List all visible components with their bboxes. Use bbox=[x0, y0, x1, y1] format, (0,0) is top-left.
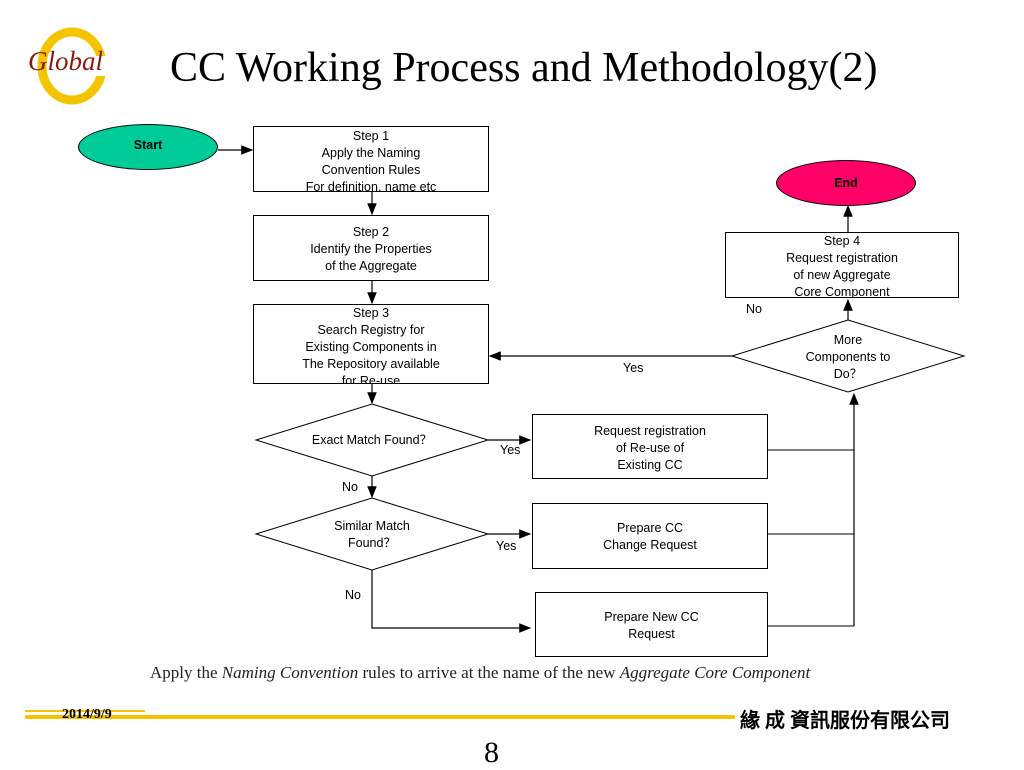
no-exact-label: No bbox=[342, 480, 358, 494]
footer-date: 2014/9/9 bbox=[62, 707, 112, 722]
end-node: End bbox=[776, 160, 916, 206]
step1-line: For definition, name etc bbox=[305, 180, 437, 192]
new-request-box: Prepare New CC Request bbox=[535, 592, 768, 657]
more-components-text: More Components to Do？ bbox=[805, 333, 891, 381]
step1-box: Step 1 Apply the Naming Convention Rules… bbox=[253, 126, 489, 192]
step2-line: Step 2 bbox=[352, 225, 390, 239]
step3-line: for Re-use bbox=[341, 374, 401, 384]
step3-line: Existing Components in bbox=[305, 340, 437, 354]
yes-more-label: Yes bbox=[623, 361, 644, 375]
step1-line: Convention Rules bbox=[321, 163, 421, 177]
step4-line: Request registration bbox=[786, 251, 898, 265]
step4-line: Step 4 bbox=[823, 234, 861, 248]
step4-line: Core Component bbox=[794, 285, 890, 298]
step1-line: Step 1 bbox=[352, 129, 390, 143]
change-request-box: Prepare CC Change Request bbox=[532, 503, 768, 569]
step3-box: Step 3 Search Registry for Existing Comp… bbox=[253, 304, 489, 384]
slide-caption: Apply the Naming Convention rules to arr… bbox=[150, 663, 811, 682]
page-number: 8 bbox=[484, 736, 499, 769]
step2-box: Step 2 Identify the Properties of the Ag… bbox=[253, 215, 489, 281]
step4-box: Step 4 Request registration of new Aggre… bbox=[725, 232, 959, 298]
start-label: Start bbox=[133, 138, 163, 152]
end-label: End bbox=[834, 176, 858, 190]
step2-line: of the Aggregate bbox=[325, 259, 417, 273]
step2-line: Identify the Properties bbox=[310, 242, 432, 256]
step1-line: Apply the Naming bbox=[321, 146, 421, 160]
arrow-similar-new bbox=[371, 570, 532, 633]
similar-match-text: Similar Match Found？ bbox=[334, 519, 410, 550]
global-logo bbox=[37, 27, 112, 105]
step3-line: Search Registry for bbox=[317, 323, 425, 337]
step3-line: The Repository available bbox=[302, 357, 440, 371]
start-node: Start bbox=[78, 124, 218, 170]
yes-exact-label: Yes bbox=[500, 443, 521, 457]
reuse-request-box: Request registration of Re-use of Existi… bbox=[532, 414, 768, 479]
exact-match-text: Exact Match Found？ bbox=[311, 433, 433, 447]
yes-similar-label: Yes bbox=[496, 539, 517, 553]
slide-title: CC Working Process and Methodology(2) bbox=[170, 45, 878, 91]
logo-text: Global bbox=[28, 46, 104, 76]
footer-brand: 緣 成 資訊服份有限公司 bbox=[740, 710, 950, 732]
no-more-label: No bbox=[746, 302, 762, 316]
more-components-diamond bbox=[730, 319, 966, 393]
step3-line: Step 3 bbox=[352, 306, 390, 320]
no-similar-label: No bbox=[345, 588, 361, 602]
step4-line: of new Aggregate bbox=[793, 268, 891, 282]
